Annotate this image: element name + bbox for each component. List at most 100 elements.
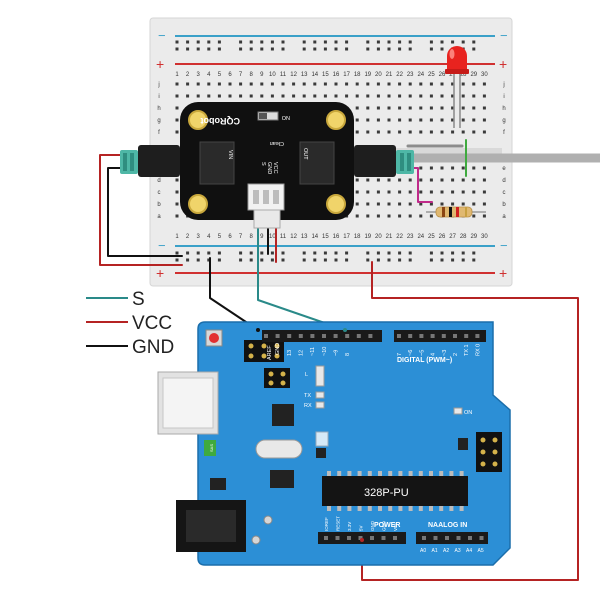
- analog-pin-label: A0: [420, 548, 426, 554]
- power-pin-hole[interactable]: [335, 536, 340, 540]
- digital-pin-hole[interactable]: [322, 334, 326, 338]
- digital-pin-hole[interactable]: [345, 334, 350, 338]
- left-terminal: [120, 150, 138, 174]
- terminal-hole: [323, 82, 327, 86]
- analog-pin-hole[interactable]: [479, 536, 484, 540]
- digital-pin-hole[interactable]: [453, 334, 457, 338]
- rail-sign-plus-tr: +: [499, 56, 507, 72]
- digital-pin-hole[interactable]: [275, 334, 280, 338]
- terminal-hole: [239, 82, 243, 86]
- terminal-hole: [292, 82, 296, 86]
- terminal-hole: [482, 214, 486, 218]
- red-led: [445, 46, 469, 128]
- digital-pin-hole[interactable]: [356, 334, 361, 338]
- chip-pin: [439, 506, 444, 511]
- terminal-hole: [419, 166, 423, 170]
- rail-hole: [186, 40, 190, 44]
- digital-pin-hole[interactable]: [408, 334, 413, 338]
- column-number-top: 27: [449, 72, 456, 78]
- analog-pin-hole[interactable]: [445, 536, 449, 540]
- power-pin-hole[interactable]: [358, 536, 363, 540]
- terminal-hole: [472, 82, 476, 86]
- analog-pin-hole[interactable]: [468, 536, 472, 540]
- digital-pin-label: 13: [287, 350, 293, 356]
- row-letter-right: d: [502, 178, 505, 184]
- digital-pin-hole[interactable]: [397, 334, 401, 338]
- power-pin-hole[interactable]: [324, 536, 328, 540]
- terminal-hole: [461, 178, 465, 182]
- rail-hole: [451, 251, 455, 255]
- analog-pin-label: A2: [443, 548, 449, 554]
- digital-pin-hole[interactable]: [264, 334, 268, 338]
- column-number-bottom: 21: [386, 234, 393, 240]
- terminal-hole: [281, 94, 285, 98]
- wire-vcc-arduino: [361, 261, 579, 581]
- power-pin-hole[interactable]: [370, 536, 374, 540]
- terminal-hole: [175, 178, 179, 182]
- terminal-hole: [419, 106, 423, 110]
- chip-pin: [327, 506, 331, 511]
- terminal-hole: [472, 94, 476, 98]
- rail-hole: [398, 40, 402, 44]
- analog-pin-hole[interactable]: [422, 536, 426, 540]
- terminal-hole: [366, 94, 370, 98]
- power-pin-label: IOREF: [324, 517, 329, 531]
- power-pin-hole[interactable]: [347, 536, 351, 540]
- terminal-hole: [482, 202, 486, 206]
- terminal-hole: [419, 202, 423, 206]
- legend-label-s: S: [132, 289, 145, 310]
- clean-label: Clean: [270, 140, 284, 146]
- digital-pin-hole[interactable]: [310, 334, 315, 338]
- digital-pin-hole[interactable]: [333, 334, 338, 338]
- power-pin-hole[interactable]: [381, 536, 386, 540]
- analog-pin-hole[interactable]: [433, 536, 438, 540]
- column-number-top: 18: [354, 72, 361, 78]
- terminal-hole: [461, 130, 465, 134]
- power-pin-label: 3.3V: [347, 522, 352, 531]
- terminal-hole: [302, 82, 306, 86]
- terminal-hole: [440, 166, 444, 170]
- terminal-hole: [355, 118, 359, 122]
- terminal-hole: [429, 166, 433, 170]
- rx-led: [315, 401, 325, 409]
- terminal-hole: [440, 118, 444, 122]
- terminal-hole: [429, 178, 433, 182]
- analog-pin-label: A5: [478, 548, 484, 554]
- digital-pin-hole[interactable]: [441, 334, 446, 338]
- left-probe-body: [138, 145, 180, 177]
- power-pin-hole[interactable]: [393, 536, 397, 540]
- digital-pin-hole[interactable]: [475, 334, 480, 338]
- terminal-hole: [345, 82, 349, 86]
- rail-hole: [239, 258, 243, 262]
- terminal-hole: [228, 82, 232, 86]
- rail-hole: [345, 258, 349, 262]
- digital-pin-hole[interactable]: [287, 334, 292, 338]
- chip-pin: [378, 471, 382, 476]
- column-number-bottom: 10: [269, 234, 276, 240]
- terminal-hole: [398, 178, 402, 182]
- digital-pin-hole[interactable]: [368, 334, 373, 338]
- terminal-hole: [207, 94, 211, 98]
- column-number-top: 3: [197, 72, 201, 78]
- terminal-hole: [376, 178, 380, 182]
- rail-hole: [387, 251, 391, 255]
- terminal-hole: [440, 82, 444, 86]
- terminal-hole: [408, 202, 412, 206]
- digital-pin-hole[interactable]: [298, 334, 303, 338]
- terminal-hole: [281, 82, 285, 86]
- analog-pin-hole[interactable]: [456, 536, 461, 540]
- digital-pin-hole[interactable]: [430, 334, 435, 338]
- digital-pin-label: TX 1: [464, 344, 470, 356]
- chip-pin: [449, 506, 454, 511]
- terminal-hole: [376, 190, 380, 194]
- signal-wire-tip: [343, 328, 347, 332]
- rail-hole: [451, 258, 455, 262]
- mode-switch[interactable]: [257, 111, 279, 121]
- rail-hole: [429, 47, 433, 51]
- row-letter-left: f: [158, 130, 160, 136]
- digital-pin-hole[interactable]: [464, 334, 469, 338]
- terminal-hole: [419, 94, 423, 98]
- digital-pin-hole[interactable]: [419, 334, 424, 338]
- digital-pin-label: 12: [299, 350, 305, 356]
